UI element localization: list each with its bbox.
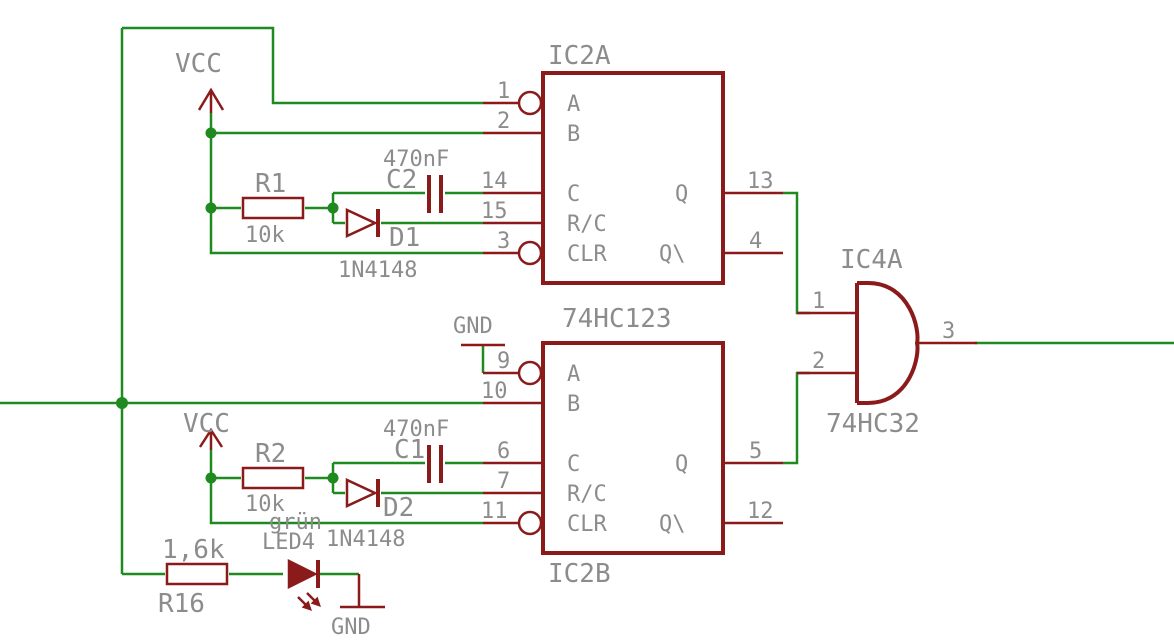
pin-label: C bbox=[567, 182, 580, 207]
pin-number: 12 bbox=[747, 499, 774, 524]
pin-label: Q\ bbox=[659, 512, 686, 537]
led-triangle bbox=[287, 558, 318, 590]
pin-label: R/C bbox=[567, 212, 607, 237]
capacitor-c1: 470nF C1 bbox=[383, 417, 449, 483]
pin-number: 9 bbox=[497, 349, 510, 374]
ic2a-clr-inverter-bubble bbox=[517, 240, 543, 266]
pin-number: 10 bbox=[481, 379, 508, 404]
pin-number: 2 bbox=[812, 349, 825, 374]
resistor-r16: 1,6k R16 bbox=[158, 535, 229, 619]
d2-value: 1N4148 bbox=[326, 527, 405, 552]
wire-top-to-ic2a-a bbox=[122, 26, 483, 105]
ic2b-a-inverter-bubble bbox=[517, 360, 543, 386]
ic2-value: 74HC123 bbox=[562, 304, 672, 334]
led-emission-arrows bbox=[301, 596, 321, 611]
diode-triangle bbox=[345, 478, 378, 508]
pin-number: 3 bbox=[942, 319, 955, 344]
vcc-label: VCC bbox=[183, 409, 230, 439]
gnd-symbol-bottom: GND bbox=[331, 574, 385, 640]
ic2a-name: IC2A bbox=[548, 41, 611, 71]
diode-d1: D1 1N4148 bbox=[338, 208, 420, 283]
ic2b-body bbox=[541, 341, 725, 555]
resistor-body bbox=[241, 466, 305, 490]
ic2a-body bbox=[541, 71, 725, 285]
pin-number: 15 bbox=[481, 199, 508, 224]
d1-name: D1 bbox=[389, 223, 420, 253]
or-gate-body bbox=[855, 281, 920, 405]
junction-dot bbox=[205, 202, 217, 214]
junction-dot bbox=[205, 472, 217, 484]
ic2b-name: IC2B bbox=[548, 559, 611, 589]
pin-number: 1 bbox=[497, 79, 510, 104]
resistor-body bbox=[241, 196, 305, 220]
pin-number: 6 bbox=[497, 439, 510, 464]
r2-value: 10k bbox=[245, 492, 285, 517]
pin-label: A bbox=[567, 92, 580, 117]
diode-d2: D2 1N4148 bbox=[326, 478, 414, 552]
d1-value: 1N4148 bbox=[338, 258, 417, 283]
ic4a-name: IC4A bbox=[840, 245, 903, 275]
pin-label: B bbox=[567, 122, 580, 147]
pin-label: CLR bbox=[567, 242, 607, 267]
diode-triangle bbox=[345, 208, 378, 238]
or-gate-ic4a: IC4A 74HC32 1 2 3 bbox=[797, 245, 977, 439]
pin-label: Q bbox=[675, 182, 688, 207]
junction-dot bbox=[327, 472, 339, 484]
junction-dot bbox=[116, 397, 128, 409]
ic2b-clr-inverter-bubble bbox=[517, 510, 543, 536]
vcc-symbol-bottom: VCC bbox=[183, 409, 230, 450]
ic2b-chip: IC2B 9 10 6 7 11 5 12 A B C R/C CLR Q Q\ bbox=[481, 341, 783, 589]
ic2a-a-inverter-bubble bbox=[517, 90, 543, 116]
junction-dot bbox=[205, 127, 217, 139]
wire-ic2b-q-to-or bbox=[783, 371, 810, 465]
gnd-label: GND bbox=[453, 314, 493, 339]
pin-number: 5 bbox=[749, 439, 762, 464]
pin-label: R/C bbox=[567, 482, 607, 507]
wire-vcc-top bbox=[209, 113, 483, 255]
c2-name: C2 bbox=[386, 165, 417, 195]
c1-name: C1 bbox=[394, 435, 425, 465]
pin-number: 11 bbox=[481, 499, 508, 524]
led4-name: LED4 bbox=[262, 530, 315, 555]
d2-name: D2 bbox=[383, 493, 414, 523]
resistor-r1: R1 10k bbox=[241, 169, 305, 248]
c2-value: 470nF bbox=[383, 147, 449, 172]
r1-value: 10k bbox=[245, 223, 285, 248]
resistor-r2: R2 10k bbox=[241, 439, 305, 517]
vcc-symbol-top: VCC bbox=[175, 49, 225, 113]
r2-name: R2 bbox=[255, 439, 286, 469]
pin-label: CLR bbox=[567, 512, 607, 537]
junction-dot bbox=[327, 202, 339, 214]
gnd-label: GND bbox=[331, 615, 371, 640]
pin-number: 7 bbox=[497, 469, 510, 494]
ic2a-chip: IC2A 1 2 14 15 3 13 4 A B C R/C CLR Q Q\ bbox=[481, 41, 783, 285]
wire-ic2a-q-to-or bbox=[783, 191, 810, 315]
ic4a-value: 74HC32 bbox=[826, 409, 920, 439]
junctions bbox=[116, 127, 339, 484]
capacitor-plates bbox=[427, 175, 443, 213]
pin-label: A bbox=[567, 362, 580, 387]
r1-name: R1 bbox=[255, 169, 286, 199]
c1-value: 470nF bbox=[383, 417, 449, 442]
r16-value: 1,6k bbox=[162, 535, 225, 565]
pin-number: 4 bbox=[749, 229, 762, 254]
led-led4: grün LED4 bbox=[262, 510, 322, 611]
pin-label: B bbox=[567, 392, 580, 417]
pin-number: 3 bbox=[497, 229, 510, 254]
pin-label: C bbox=[567, 452, 580, 477]
pin-label: Q bbox=[675, 452, 688, 477]
led4-value: grün bbox=[269, 510, 322, 535]
r16-name: R16 bbox=[158, 589, 205, 619]
pin-number: 1 bbox=[812, 289, 825, 314]
resistor-body bbox=[165, 562, 229, 586]
capacitor-plates bbox=[427, 445, 443, 483]
gnd-symbol-top: GND bbox=[453, 314, 505, 347]
capacitor-c2: 470nF C2 bbox=[383, 147, 449, 213]
pin-number: 2 bbox=[497, 109, 510, 134]
pin-number: 13 bbox=[747, 169, 774, 194]
pin-label: Q\ bbox=[659, 242, 686, 267]
vcc-label: VCC bbox=[175, 49, 222, 79]
pin-number: 14 bbox=[481, 169, 508, 194]
